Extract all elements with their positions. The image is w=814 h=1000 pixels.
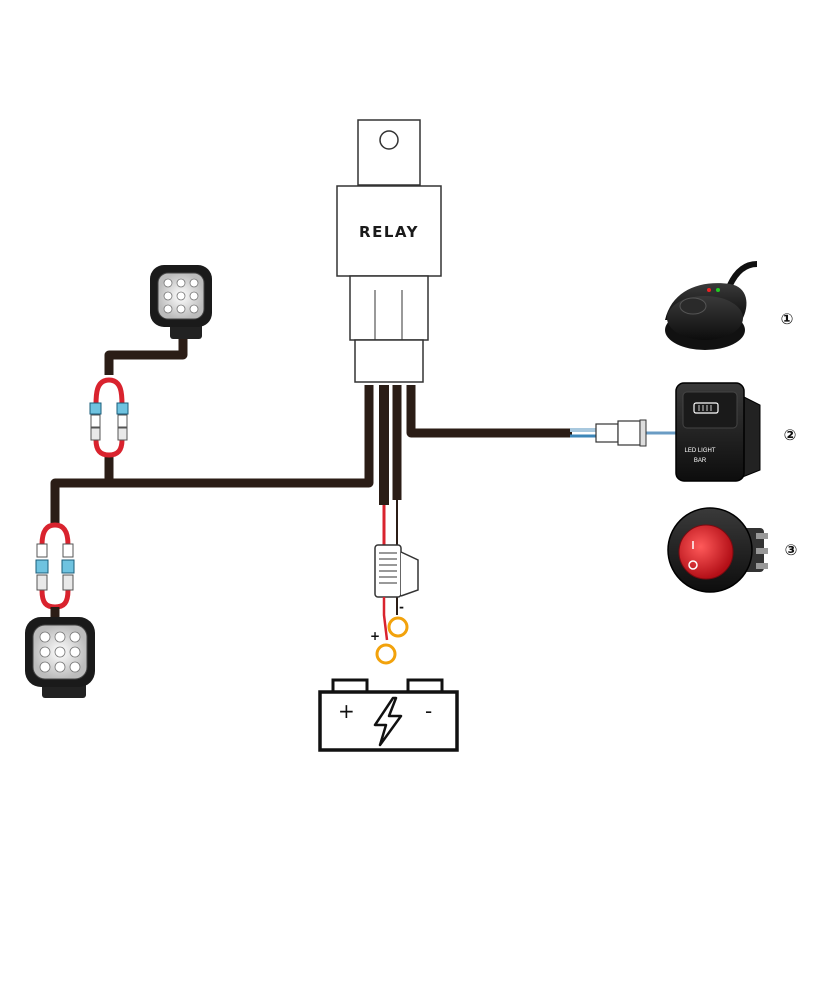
light-bar-icon: [693, 402, 719, 414]
switch-lead-wire: [406, 385, 572, 438]
relay-mounting-tab: [357, 119, 421, 186]
switch-number-1: ①: [781, 310, 794, 328]
negative-lead-sign: -: [399, 600, 404, 614]
connector-plug: [61, 559, 75, 574]
lightning-bolt-icon: [373, 696, 403, 747]
relay-socket: [349, 275, 429, 341]
rocker-label-line1: LED LIGHT: [684, 448, 715, 454]
switch-inline-connector: [595, 419, 647, 447]
positive-ring-terminal: [375, 643, 397, 665]
connector-plug: [116, 402, 129, 415]
battery-negative-sign: -: [425, 699, 432, 723]
negative-ring-terminal: [387, 616, 409, 638]
led-work-light-upper: [150, 265, 212, 339]
relay-to-lights-wire: [50, 385, 374, 525]
battery: + -: [318, 678, 459, 752]
connector-socket: [117, 414, 128, 428]
lower-light-connector-loop: [35, 522, 75, 625]
push-button-switch: [665, 261, 758, 350]
fuse-holder-assembly: - +: [370, 500, 419, 665]
led-work-light-lower: [25, 617, 95, 698]
upper-light-feed-wire: [104, 335, 188, 375]
connector-plug: [89, 402, 102, 415]
main-harness-wires: [50, 335, 680, 525]
relay: RELAY: [336, 119, 442, 383]
rocker-label-line2: BAR: [694, 458, 707, 464]
rocker-switch: LED LIGHT BAR: [675, 382, 761, 482]
round-rocker-switch: [667, 507, 768, 593]
battery-positive-sign: +: [338, 699, 355, 723]
upper-light-connector-loop: [89, 377, 129, 458]
relay-label: RELAY: [359, 223, 419, 241]
switch-number-3: ③: [785, 541, 798, 559]
relay-mount-hole: [379, 130, 399, 150]
battery-body: [318, 690, 459, 752]
positive-lead-sign: +: [370, 629, 380, 643]
connector-plug: [35, 559, 49, 574]
connector-socket: [90, 414, 101, 428]
red-rocker-button: [678, 524, 734, 580]
switch-number-2: ②: [784, 426, 797, 444]
relay-body: [336, 185, 442, 277]
push-button-cap: [679, 297, 707, 315]
